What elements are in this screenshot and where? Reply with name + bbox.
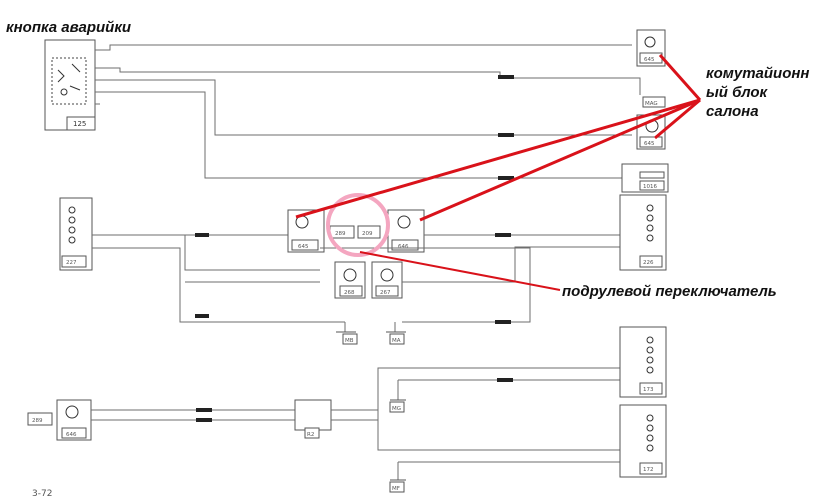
component-267: 267	[371, 261, 403, 299]
component-1016-label: 1016	[643, 184, 657, 190]
annotation-comm-unit-line1: комутайионн	[706, 65, 810, 82]
component-645a: 645	[636, 29, 666, 67]
component-645c-label: 645	[298, 244, 309, 250]
component-125-label: 125	[73, 120, 86, 128]
component-646b: 646	[56, 399, 92, 441]
annotation-comm-unit-line3: салона	[706, 103, 759, 120]
component-r2-label: R2	[307, 432, 314, 438]
arrow-to-646	[419, 98, 701, 222]
ground-mag-label: MAG	[645, 101, 658, 107]
ground-mf-label: MF	[392, 486, 400, 492]
component-646: 646	[387, 209, 425, 253]
component-289a-label: 289	[335, 231, 346, 237]
page-number: 3-72	[32, 489, 52, 499]
steering-switch: 289 209	[329, 225, 381, 239]
component-646-label: 646	[398, 244, 409, 250]
annotation-steering-switch: подрулевой переключатель	[562, 283, 777, 300]
arrow-to-steering-switch	[359, 251, 561, 291]
arrow-to-645c	[295, 98, 701, 219]
component-268: 268	[334, 261, 366, 299]
annotation-hazard-button: кнопка аварийки	[6, 19, 132, 36]
component-226-label: 226	[643, 260, 654, 266]
ground-ma: MA	[386, 331, 406, 345]
ground-ma-label: MA	[392, 338, 401, 344]
ground-mb: MB	[336, 331, 358, 345]
component-227-label: 227	[66, 260, 77, 266]
ground-mg-label: MG	[392, 406, 401, 412]
component-173-label: 173	[643, 387, 654, 393]
component-125: 125	[44, 39, 96, 131]
component-227: 227	[59, 197, 93, 271]
component-289b: 289	[27, 412, 53, 426]
component-646b-label: 646	[66, 432, 77, 438]
ground-mf: MF	[389, 479, 406, 493]
ground-mb-label: MB	[345, 338, 354, 344]
annotation-comm-unit-line2: ый блок	[706, 84, 768, 101]
component-226: 226	[619, 194, 667, 271]
component-645b-label: 645	[644, 141, 655, 147]
component-172-label: 172	[643, 467, 654, 473]
component-267-label: 267	[380, 290, 391, 296]
component-645c: 645	[287, 209, 325, 253]
component-1016: 1016	[621, 163, 669, 193]
component-173: 173	[619, 326, 667, 398]
component-172: 172	[619, 404, 667, 478]
component-r2: R2	[294, 399, 332, 439]
ground-mg: MG	[389, 399, 406, 413]
annotation-overlay	[295, 54, 702, 291]
arrow-to-645b	[654, 98, 701, 140]
component-268-label: 268	[344, 290, 355, 296]
component-209-label: 209	[362, 231, 373, 237]
highlight-circle	[326, 193, 390, 257]
ground-mag: MAG	[632, 77, 666, 108]
arrow-to-645a	[658, 54, 702, 101]
component-645a-label: 645	[644, 57, 655, 63]
component-289b-label: 289	[32, 418, 43, 424]
annotation-comm-unit: комутайионн ый блок салона	[706, 64, 810, 121]
